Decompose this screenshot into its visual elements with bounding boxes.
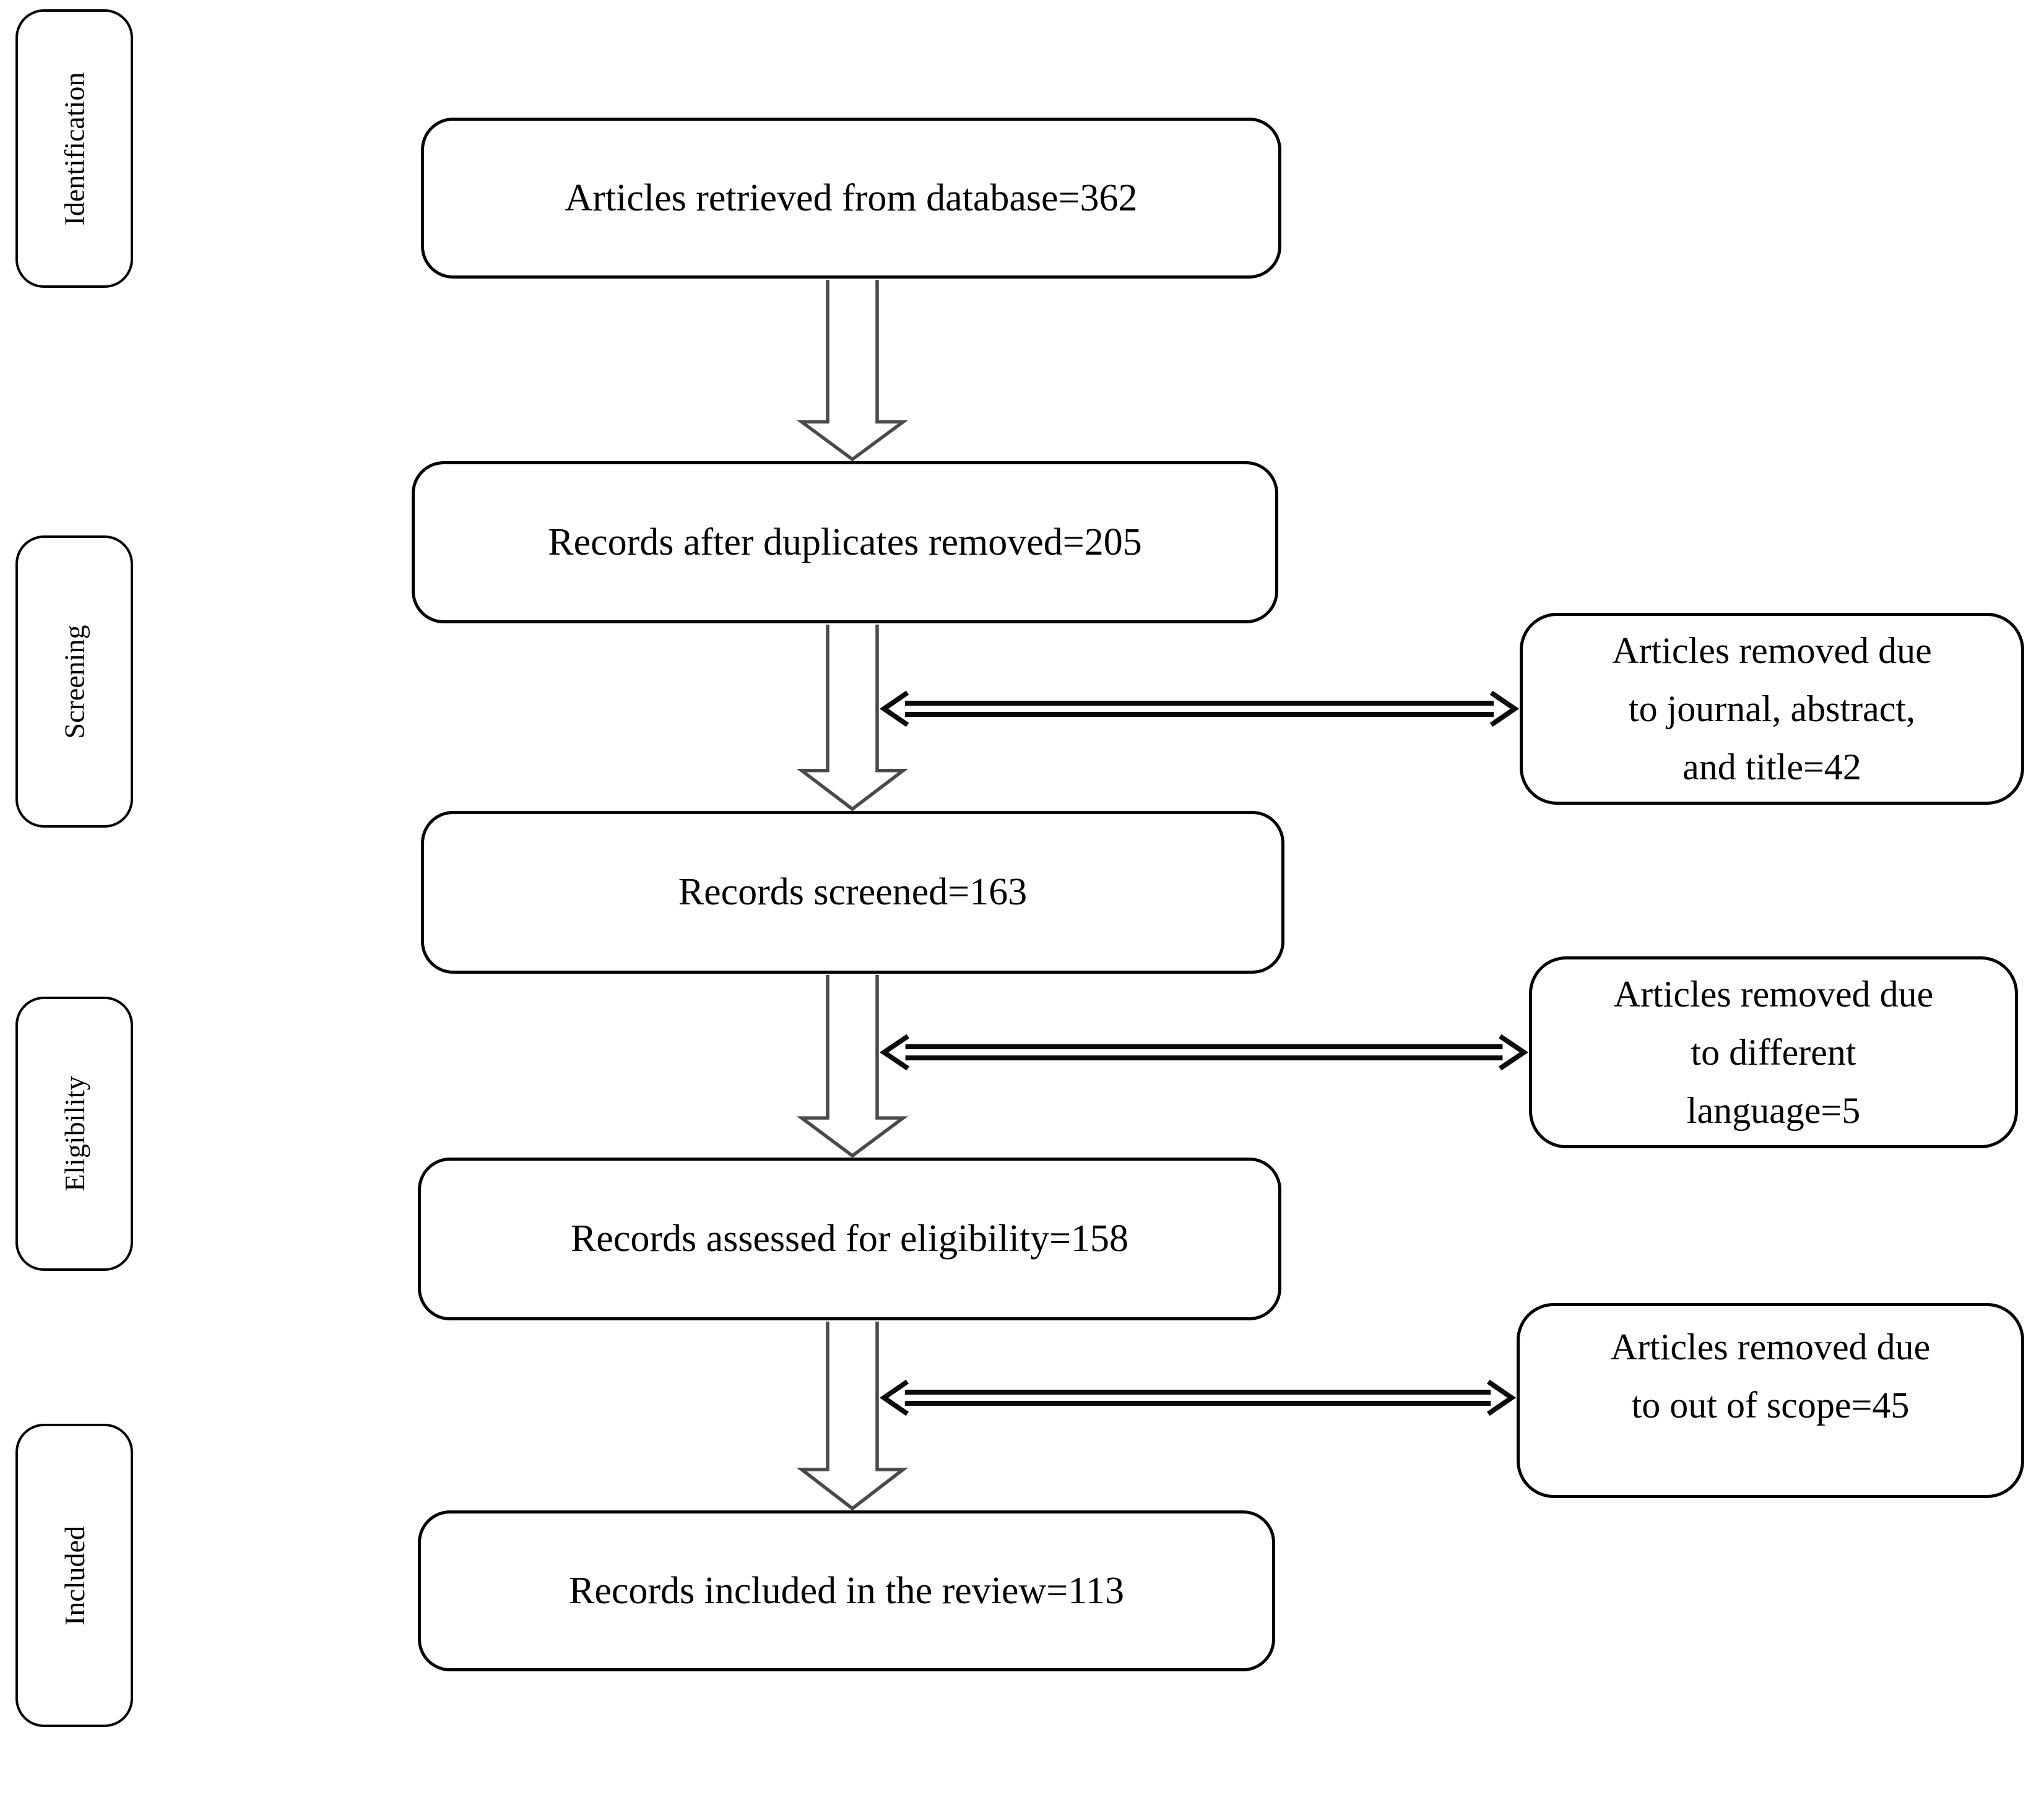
- exclusion-line: Articles removed due: [1610, 1326, 1931, 1367]
- flow-box-text: Records after duplicates removed=205: [548, 521, 1142, 563]
- flow-box-retrieved: Articles retrieved from database=362: [421, 118, 1281, 279]
- stage-box-included: Included: [15, 1424, 133, 1727]
- down-arrow-icon: [796, 1322, 909, 1511]
- exclusion-line: to different: [1691, 1032, 1856, 1073]
- stage-label: Screening: [58, 625, 90, 738]
- stage-box-eligibility: Eligibility: [15, 997, 133, 1271]
- flow-box-assessed-eligibility: Records assessed for eligibility=158: [418, 1158, 1281, 1320]
- exclusion-box-out-of-scope: Articles removed due to out of scope=45: [1517, 1303, 2024, 1498]
- down-arrow-icon: [796, 280, 909, 462]
- exclusion-box-journal-abstract-title: Articles removed due to journal, abstrac…: [1520, 613, 2024, 805]
- double-headed-arrow-icon: [879, 1034, 1529, 1071]
- stage-box-screening: Screening: [15, 535, 133, 828]
- exclusion-line: Articles removed due: [1613, 974, 1934, 1015]
- double-headed-arrow-icon: [879, 690, 1520, 727]
- flow-box-text: Articles retrieved from database=362: [565, 176, 1138, 219]
- down-arrow-icon: [796, 625, 909, 812]
- stage-box-identification: Identification: [15, 9, 133, 288]
- exclusion-line: language=5: [1686, 1090, 1861, 1131]
- double-headed-arrow-icon: [879, 1379, 1517, 1416]
- flow-box-duplicates-removed: Records after duplicates removed=205: [412, 461, 1278, 623]
- flow-box-included-review: Records included in the review=113: [418, 1510, 1275, 1671]
- stage-label: Identification: [58, 72, 90, 225]
- exclusion-line: to out of scope=45: [1631, 1384, 1910, 1426]
- exclusion-box-language: Articles removed due to different langua…: [1529, 956, 2018, 1148]
- flow-box-screened: Records screened=163: [421, 811, 1284, 974]
- exclusion-line: Articles removed due: [1612, 630, 1932, 671]
- stage-label: Eligibility: [58, 1076, 90, 1192]
- exclusion-line: to journal, abstract,: [1628, 688, 1916, 729]
- flow-box-text: Records assessed for eligibility=158: [570, 1218, 1129, 1260]
- down-arrow-icon: [796, 975, 909, 1158]
- exclusion-line: and title=42: [1682, 747, 1861, 787]
- flow-box-text: Records included in the review=113: [569, 1569, 1124, 1612]
- flow-box-text: Records screened=163: [678, 871, 1028, 913]
- stage-label: Included: [58, 1525, 90, 1626]
